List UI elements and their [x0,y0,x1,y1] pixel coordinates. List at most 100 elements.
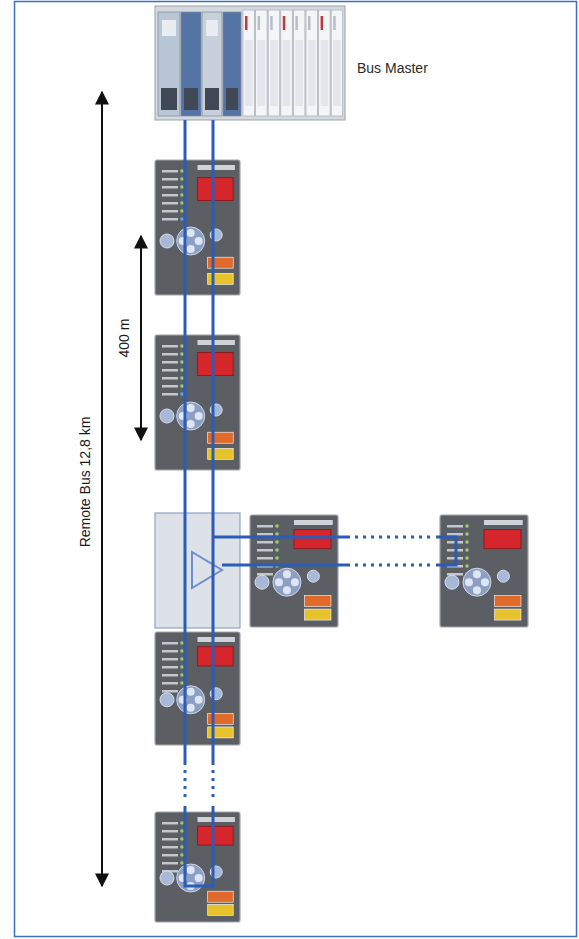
device-led [465,564,469,568]
device-led [465,524,469,528]
io-card [319,10,331,116]
device-logo [198,165,235,170]
device-led-label [257,525,273,528]
device-key [187,704,195,712]
rack-panel [162,20,176,36]
io-card-mark [308,16,311,30]
device-led [180,649,184,653]
io-card-mark [295,16,298,30]
device-led [180,673,184,677]
io-card-face [245,40,253,106]
device-led-label [162,862,178,865]
device-led [465,556,469,560]
io-card [256,10,268,116]
device-key [481,578,489,586]
device-led-label [162,353,178,356]
device-key [195,696,203,704]
device-led-label [447,533,463,536]
dimension-label: Remote Bus 12,8 km [76,413,94,552]
io-card [306,10,318,116]
io-card-face [295,40,303,106]
field-device [440,515,528,627]
device-key [195,412,203,420]
device-led-label [162,377,178,380]
device-led [275,540,279,544]
device-connector [305,609,331,620]
device-led-label [447,573,463,576]
device-led-label [162,385,178,388]
io-card-face [270,40,278,106]
device-key [187,420,195,428]
dimension-arrow [140,236,142,440]
device-keypad [463,568,491,596]
io-card-face [321,40,329,106]
device-key [195,237,203,245]
rack-body [155,6,345,120]
device-led [180,681,184,685]
device-panel [250,515,338,627]
device-panel [155,812,240,922]
device-led [180,209,184,213]
device-display [294,530,331,549]
device-button [445,575,459,589]
device-led [180,368,184,372]
device-keypad [177,402,205,430]
device-keypad [177,864,205,892]
device-led [180,360,184,364]
device-button [160,693,174,707]
device-led-label [162,369,178,372]
device-panel [440,515,528,627]
device-led [180,845,184,849]
device-led-label [162,202,178,205]
rack-port [161,88,177,110]
device-panel [155,632,240,745]
io-card-face [283,40,291,106]
device-key [283,570,291,578]
io-card-mark [333,16,336,30]
device-led [180,217,184,221]
device-button [307,570,319,582]
device-led [180,352,184,356]
device-led-label [162,682,178,685]
device-led-label [447,525,463,528]
device-led [275,524,279,528]
device-led-label [162,218,178,221]
device-connector [305,596,331,607]
device-led-label [257,541,273,544]
io-card [281,10,293,116]
device-led [465,540,469,544]
device-led [275,556,279,560]
device-panel [155,160,240,295]
device-key [291,578,299,586]
rack-module [181,12,201,116]
device-key [187,229,195,237]
field-device [155,812,240,922]
device-led-label [162,186,178,189]
bus-wire [184,770,187,802]
device-led-label [162,178,178,181]
field-device [250,515,338,627]
io-card-mark [245,16,248,30]
rack-port [205,88,219,110]
device-led [180,861,184,865]
device-led [180,344,184,348]
bus-wire [355,536,432,539]
device-logo [198,817,235,822]
io-card-mark [270,16,273,30]
device-led [180,201,184,205]
bus-wire [213,536,350,539]
bus-wire [212,120,215,765]
device-led-label [162,210,178,213]
node-title: Bus Master [357,60,430,76]
device-logo [198,340,235,345]
device-led [180,665,184,669]
bus-wire [222,564,350,567]
device-button [497,570,509,582]
device-key [187,245,195,253]
device-key [283,586,291,594]
device-led-label [162,170,178,173]
device-led [275,532,279,536]
device-led-label [162,854,178,857]
device-led-label [162,822,178,825]
dimension-arrow [101,92,103,886]
